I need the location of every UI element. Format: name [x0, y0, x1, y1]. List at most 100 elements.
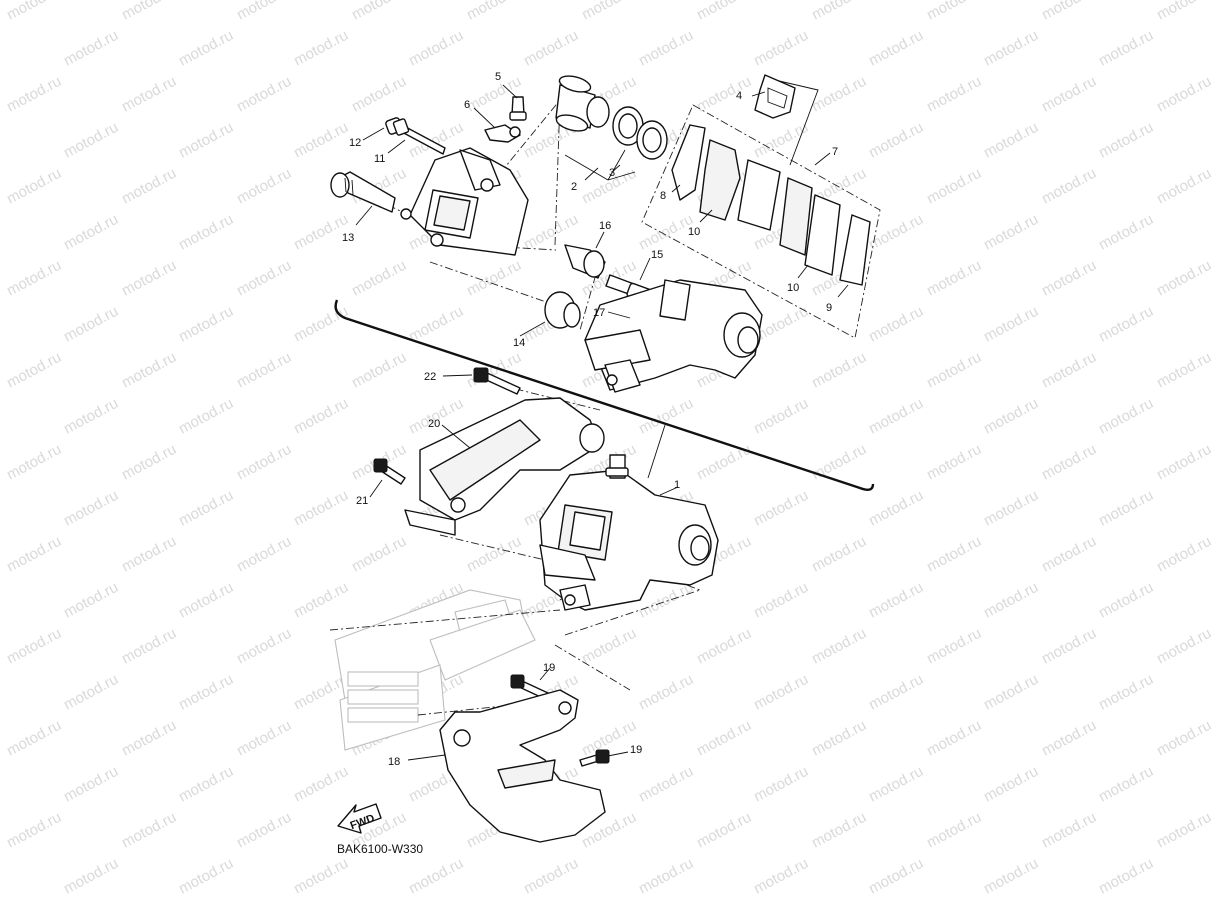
watermark-text: motod.ru — [119, 809, 179, 852]
watermark-text: motod.ru — [1096, 303, 1156, 346]
piston-2 — [555, 75, 596, 132]
watermark-text: motod.ru — [4, 533, 64, 576]
callout-10b: 10 — [787, 282, 799, 294]
watermark-text: motod.ru — [636, 855, 696, 898]
watermark-text: motod.ru — [809, 73, 869, 116]
callout-9: 9 — [826, 302, 832, 314]
callout-19a: 19 — [543, 662, 555, 674]
watermark-text: motod.ru — [4, 0, 64, 24]
watermark-text: motod.ru — [61, 303, 121, 346]
watermark-text: motod.ru — [809, 809, 869, 852]
watermark-text: motod.ru — [866, 579, 926, 622]
watermark-text: motod.ru — [406, 27, 466, 70]
caliper-assembly-1 — [539, 454, 719, 611]
brake-pad-10b — [779, 177, 813, 256]
watermark-text: motod.ru — [1154, 625, 1214, 668]
caliper-bracket-20 — [404, 397, 605, 536]
pin-boot-16 — [564, 244, 606, 279]
watermark-text: motod.ru — [291, 855, 351, 898]
watermark-text: motod.ru — [751, 395, 811, 438]
watermark-text: motod.ru — [234, 809, 294, 852]
watermark-text: motod.ru — [866, 855, 926, 898]
watermark-text: motod.ru — [751, 579, 811, 622]
callout-22: 22 — [424, 371, 436, 383]
slide-pin-13 — [330, 171, 396, 213]
watermark-text: motod.ru — [924, 533, 984, 576]
watermark-text: motod.ru — [349, 73, 409, 116]
watermark-text: motod.ru — [1039, 73, 1099, 116]
watermark-text: motod.ru — [636, 763, 696, 806]
pad-shim-9 — [839, 214, 871, 286]
watermark-text: motod.ru — [176, 303, 236, 346]
watermark-text: motod.ru — [4, 73, 64, 116]
watermark-text: motod.ru — [751, 119, 811, 162]
bleeder-screw-5 — [509, 96, 527, 121]
watermark-text: motod.ru — [866, 763, 926, 806]
watermark-text: motod.ru — [694, 73, 754, 116]
watermark-text: motod.ru — [1039, 349, 1099, 392]
watermark-text: motod.ru — [751, 763, 811, 806]
watermark-text: motod.ru — [751, 855, 811, 898]
caliper-bracket-upper — [584, 279, 763, 393]
callout-6: 6 — [464, 99, 470, 111]
watermark-text: motod.ru — [176, 27, 236, 70]
callout-2: 2 — [571, 181, 577, 193]
watermark-text: motod.ru — [61, 579, 121, 622]
watermark-text: motod.ru — [234, 165, 294, 208]
watermark-text: motod.ru — [981, 211, 1041, 254]
watermark-text: motod.ru — [61, 211, 121, 254]
watermark-text: motod.ru — [924, 257, 984, 300]
watermark-text: motod.ru — [866, 395, 926, 438]
callout-18: 18 — [388, 756, 400, 768]
assembly-bracket — [334, 299, 875, 491]
pad-spring-4 — [754, 74, 796, 119]
watermark-text: motod.ru — [119, 0, 179, 24]
watermark-text: motod.ru — [234, 717, 294, 760]
watermark-text: motod.ru — [579, 625, 639, 668]
watermark-text: motod.ru — [981, 119, 1041, 162]
watermark-text: motod.ru — [119, 349, 179, 392]
bracket-to-caliper-leader — [647, 424, 666, 479]
watermark-text: motod.ru — [4, 165, 64, 208]
watermark-text: motod.ru — [924, 441, 984, 484]
watermark-text: motod.ru — [1154, 717, 1214, 760]
watermark-text: motod.ru — [406, 855, 466, 898]
watermark-text: motod.ru — [464, 533, 524, 576]
watermark-text: motod.ru — [1096, 487, 1156, 530]
watermark-text: motod.ru — [176, 119, 236, 162]
watermark-text: motod.ru — [694, 625, 754, 668]
pad-plate-a — [737, 159, 781, 231]
watermark-text: motod.ru — [4, 809, 64, 852]
watermark-text: motod.ru — [176, 671, 236, 714]
watermark-text: motod.ru — [464, 257, 524, 300]
brake-pad-10a — [699, 139, 741, 221]
watermark-text: motod.ru — [1096, 579, 1156, 622]
watermark-text: motod.ru — [924, 73, 984, 116]
watermark-text: motod.ru — [291, 27, 351, 70]
watermark-text: motod.ru — [809, 0, 869, 24]
watermark-text: motod.ru — [406, 303, 466, 346]
watermark-text: motod.ru — [406, 395, 466, 438]
watermark-text: motod.ru — [119, 73, 179, 116]
watermark-text: motod.ru — [694, 717, 754, 760]
watermark-text: motod.ru — [809, 625, 869, 668]
watermark-text: motod.ru — [809, 533, 869, 576]
seal-leader — [564, 149, 636, 181]
watermark-text: motod.ru — [176, 487, 236, 530]
watermark-text: motod.ru — [866, 119, 926, 162]
bolt-22 — [473, 367, 521, 395]
callout-labels: 1 2 3 4 5 6 7 8 9 10 10 11 12 13 14 15 1… — [342, 71, 838, 768]
watermark-text: motod.ru — [1039, 533, 1099, 576]
watermark-text: motod.ru — [291, 303, 351, 346]
watermark-text: motod.ru — [579, 0, 639, 24]
watermark-text: motod.ru — [924, 349, 984, 392]
watermark-text: motod.ru — [924, 165, 984, 208]
watermark-text: motod.ru — [981, 855, 1041, 898]
watermark-text: motod.ru — [636, 27, 696, 70]
watermark-text: motod.ru — [349, 0, 409, 24]
watermark-text: motod.ru — [924, 717, 984, 760]
watermark-text: motod.ru — [924, 625, 984, 668]
watermark-text: motod.ru — [1096, 119, 1156, 162]
watermark-text: motod.ru — [176, 211, 236, 254]
watermark-text: motod.ru — [119, 533, 179, 576]
